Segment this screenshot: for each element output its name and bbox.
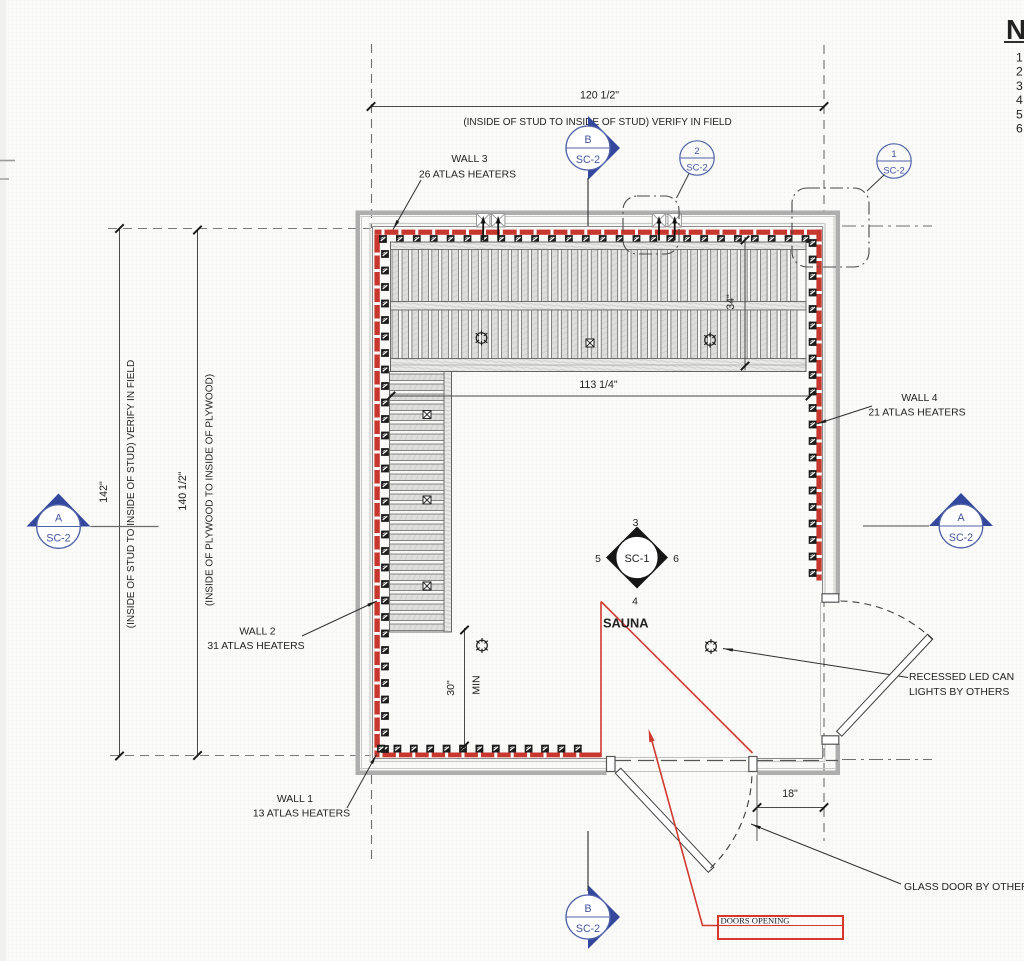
svg-text:140 1/2": 140 1/2" bbox=[177, 471, 189, 510]
svg-text:SC-2: SC-2 bbox=[686, 162, 707, 173]
svg-text:2: 2 bbox=[694, 145, 699, 156]
svg-text:SC-2: SC-2 bbox=[883, 165, 904, 176]
svg-text:120 1/2": 120 1/2" bbox=[580, 90, 619, 102]
svg-text:4: 4 bbox=[1016, 93, 1023, 107]
svg-text:4: 4 bbox=[632, 597, 638, 608]
svg-text:1: 1 bbox=[891, 148, 896, 159]
svg-text:(INSIDE OF STUD TO INSIDE OF S: (INSIDE OF STUD TO INSIDE OF STUD) VERIF… bbox=[463, 117, 731, 128]
svg-text:(INSIDE OF PLYWOOD TO INSIDE O: (INSIDE OF PLYWOOD TO INSIDE OF PLYWOOD) bbox=[205, 374, 216, 606]
svg-text:13 ATLAS HEATERS: 13 ATLAS HEATERS bbox=[253, 809, 350, 820]
svg-text:SC-2: SC-2 bbox=[949, 532, 973, 544]
svg-text:GLASS DOOR BY OTHERS: GLASS DOOR BY OTHERS bbox=[904, 882, 1024, 893]
svg-text:(INSIDE OF STUD TO INSIDE OF S: (INSIDE OF STUD TO INSIDE OF STUD) VERIF… bbox=[126, 360, 137, 628]
svg-text:6: 6 bbox=[673, 554, 679, 565]
svg-text:21 ATLAS HEATERS: 21 ATLAS HEATERS bbox=[868, 408, 965, 419]
svg-text:26 ATLAS HEATERS: 26 ATLAS HEATERS bbox=[419, 170, 516, 181]
svg-text:MIN: MIN bbox=[471, 675, 483, 694]
svg-text:142": 142" bbox=[98, 481, 110, 503]
svg-text:A: A bbox=[55, 513, 63, 525]
svg-text:SC-2: SC-2 bbox=[576, 923, 600, 935]
svg-text:113 1/4": 113 1/4" bbox=[579, 379, 618, 391]
svg-text:A: A bbox=[957, 512, 965, 524]
svg-text:2: 2 bbox=[1016, 65, 1023, 79]
svg-text:SC-2: SC-2 bbox=[576, 154, 600, 166]
svg-text:30": 30" bbox=[445, 680, 457, 696]
svg-text:B: B bbox=[584, 134, 591, 146]
svg-text:SAUNA: SAUNA bbox=[603, 616, 649, 631]
svg-text:SC-2: SC-2 bbox=[46, 533, 70, 545]
svg-text:3: 3 bbox=[633, 518, 639, 529]
svg-text:5: 5 bbox=[1016, 107, 1023, 121]
svg-text:N: N bbox=[1006, 14, 1024, 45]
svg-text:34": 34" bbox=[725, 294, 737, 310]
svg-text:WALL 4: WALL 4 bbox=[901, 393, 937, 404]
svg-text:31 ATLAS HEATERS: 31 ATLAS HEATERS bbox=[207, 641, 304, 652]
svg-text:B: B bbox=[584, 903, 591, 915]
svg-text:DOORS OPENING: DOORS OPENING bbox=[721, 916, 790, 926]
svg-text:WALL 3: WALL 3 bbox=[451, 154, 487, 165]
svg-text:1: 1 bbox=[1016, 51, 1023, 65]
svg-text:RECESSED LED CAN: RECESSED LED CAN bbox=[909, 672, 1014, 683]
svg-text:5: 5 bbox=[595, 554, 601, 565]
svg-text:18": 18" bbox=[782, 788, 798, 800]
svg-text:LIGHTS BY OTHERS: LIGHTS BY OTHERS bbox=[909, 687, 1009, 698]
svg-text:SC-1: SC-1 bbox=[624, 553, 649, 565]
svg-text:3: 3 bbox=[1016, 79, 1023, 93]
svg-text:WALL 1: WALL 1 bbox=[277, 794, 313, 805]
svg-text:WALL 2: WALL 2 bbox=[239, 627, 275, 638]
svg-text:6: 6 bbox=[1016, 122, 1023, 136]
